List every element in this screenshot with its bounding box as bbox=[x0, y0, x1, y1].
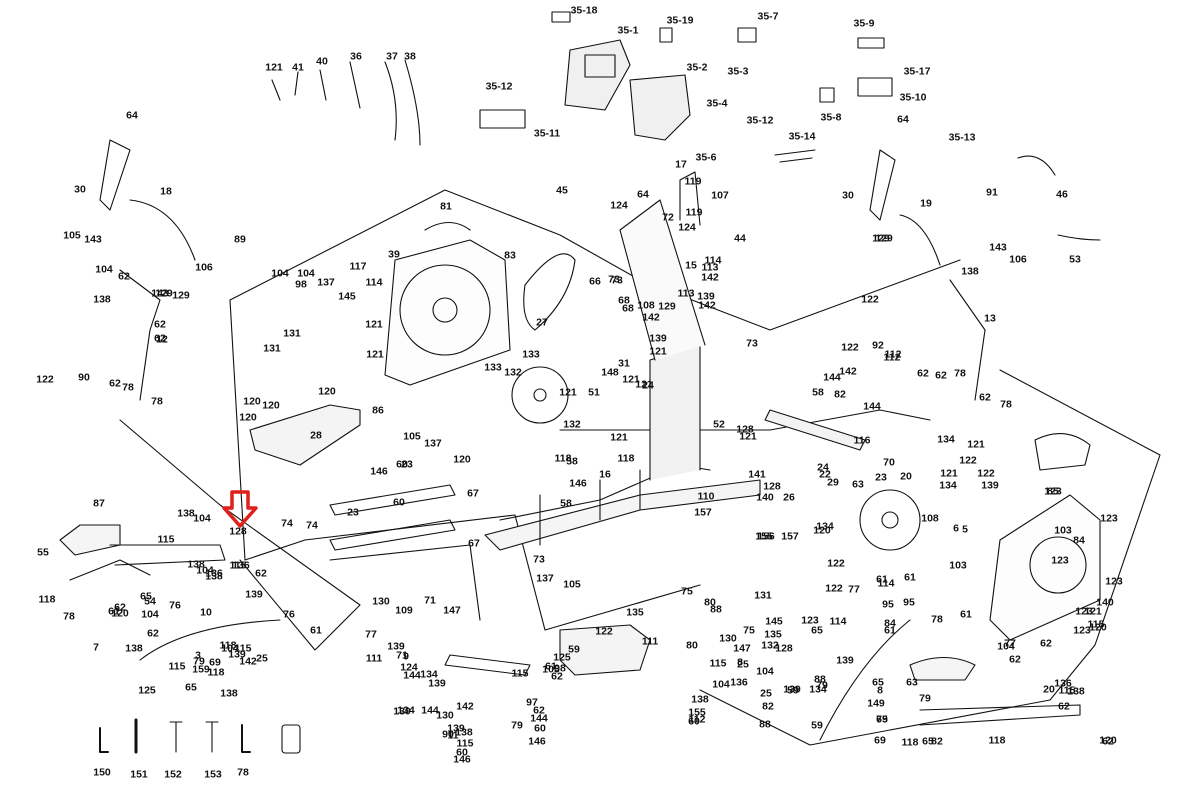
highlight-arrow-icon bbox=[222, 490, 258, 528]
guide-left bbox=[119, 419, 361, 651]
